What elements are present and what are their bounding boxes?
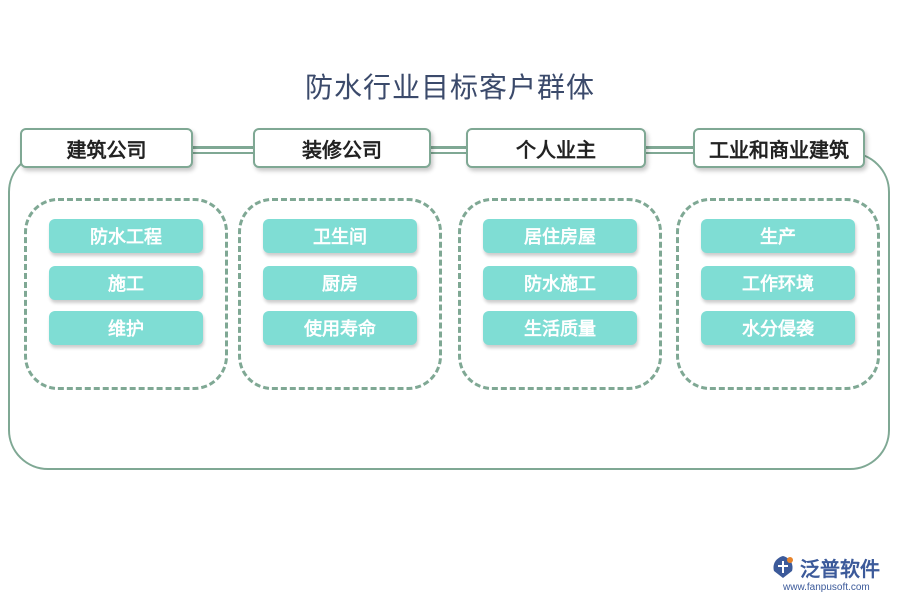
item-box: 厨房 [263, 266, 417, 300]
category-header-decoration: 装修公司 [253, 128, 431, 168]
item-box: 使用寿命 [263, 311, 417, 345]
category-group-industrial-commercial: 生产 工作环境 水分侵袭 [676, 198, 880, 390]
category-group-construction: 防水工程 施工 维护 [24, 198, 228, 390]
category-header-industrial-commercial: 工业和商业建筑 [693, 128, 865, 168]
logo-icon [773, 556, 793, 578]
item-box: 居住房屋 [483, 219, 637, 253]
page-title: 防水行业目标客户群体 [304, 71, 595, 104]
logo-url: www.fanpusoft.com [783, 582, 870, 593]
item-box: 水分侵袭 [701, 311, 855, 345]
category-group-decoration: 卫生间 厨房 使用寿命 [238, 198, 442, 390]
item-box: 卫生间 [263, 219, 417, 253]
item-box: 防水工程 [49, 219, 203, 253]
category-group-homeowner: 居住房屋 防水施工 生活质量 [458, 198, 662, 390]
brand-logo: 泛普软件 [770, 552, 880, 582]
item-box: 维护 [49, 311, 203, 345]
item-box: 生活质量 [483, 311, 637, 345]
connector-line [645, 146, 695, 149]
connector-line [192, 146, 254, 149]
item-box: 施工 [49, 266, 203, 300]
category-header-homeowner: 个人业主 [466, 128, 646, 168]
connector-line [430, 146, 468, 149]
logo-name: 泛普软件 [800, 556, 880, 581]
item-box: 工作环境 [701, 266, 855, 300]
item-box: 防水施工 [483, 266, 637, 300]
item-box: 生产 [701, 219, 855, 253]
category-header-construction: 建筑公司 [20, 128, 193, 168]
